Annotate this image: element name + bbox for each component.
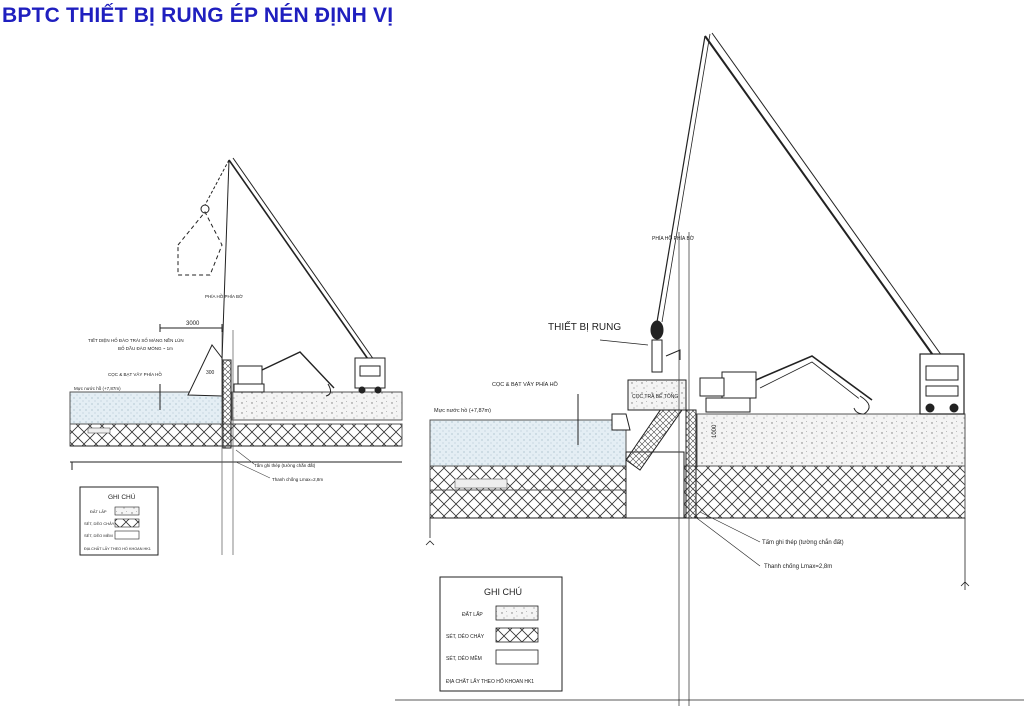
right-pile-label: CỌC & BẠT VÂY PHÍA HỒ	[492, 381, 559, 388]
right-legend-title: GHI CHÚ	[484, 587, 522, 597]
left-legend-footer: ĐỊA CHẤT LẤY THEO HỐ KHOAN HK1	[84, 546, 151, 551]
left-drawing	[69, 157, 403, 555]
left-legend-title: GHI CHÚ	[108, 492, 136, 501]
left-legend-item-2: SÉT, DẺO MỀM	[84, 533, 113, 538]
right-elev-label: 1000	[712, 424, 718, 438]
right-legend-item-1: SÉT, DẺO CHẢY	[446, 633, 485, 640]
right-sheet-pile-label: Tấm ghi thép (tường chắn đất)	[762, 539, 844, 546]
left-legend-item-0: ĐẤT LẤP	[90, 509, 107, 514]
right-fill-layer	[696, 413, 966, 467]
left-legend-item-1: SÉT, DẺO CHẢY	[84, 521, 115, 526]
right-side-label: PHÍA HỒ PHÍA BỜ	[652, 235, 695, 242]
right-water-level: Mực nước hồ (+7,87m)	[434, 408, 491, 414]
page-title: BPTC THIẾT BỊ RUNG ÉP NÉN ĐỊNH VỊ	[2, 4, 394, 27]
left-water-level: Mực nước hồ (+7,87m)	[74, 386, 121, 391]
left-note-excavation2: BỐ DẦU ĐÀO MÓNG ~ 1m	[118, 345, 173, 351]
left-sheet-pile-label: Tấm ghi thép (tường chắn đất)	[254, 462, 316, 468]
left-water-layer	[69, 391, 223, 425]
left-strut-label: Thanh chống Lmax=2,8m	[272, 477, 323, 482]
left-clay-layer	[69, 423, 403, 447]
right-device-label: THIẾT BỊ RUNG	[548, 320, 621, 333]
right-legend-item-2: SÉT, DẺO MỀM	[446, 655, 482, 662]
left-pile-label: CỌC & BẠT VÂY PHÍA HỒ	[108, 371, 162, 377]
left-dim-label: 3000	[186, 321, 200, 327]
right-legend-item-0: ĐẤT LẤP	[462, 611, 483, 618]
left-note-excavation: TIẾT DIỆN HỐ ĐÀO TRÁI SỐ MÁNG NỀN LÚN	[88, 336, 184, 343]
left-side-label: PHÍA HỒ PHÍA BỜ	[205, 293, 243, 299]
right-legend-footer: ĐỊA CHẤT LẤY THEO HỐ KHOAN HK1	[446, 678, 534, 685]
right-drawing	[395, 32, 1024, 706]
left-small-dim: 300	[206, 370, 215, 376]
left-legend	[79, 486, 159, 556]
right-legend	[439, 576, 563, 692]
left-fill-layer	[231, 391, 403, 421]
right-strut-label: Thanh chống Lmax=2,8m	[764, 564, 832, 570]
right-pile-text: CỌC TRẢ BÊ TÔNG	[632, 392, 678, 400]
